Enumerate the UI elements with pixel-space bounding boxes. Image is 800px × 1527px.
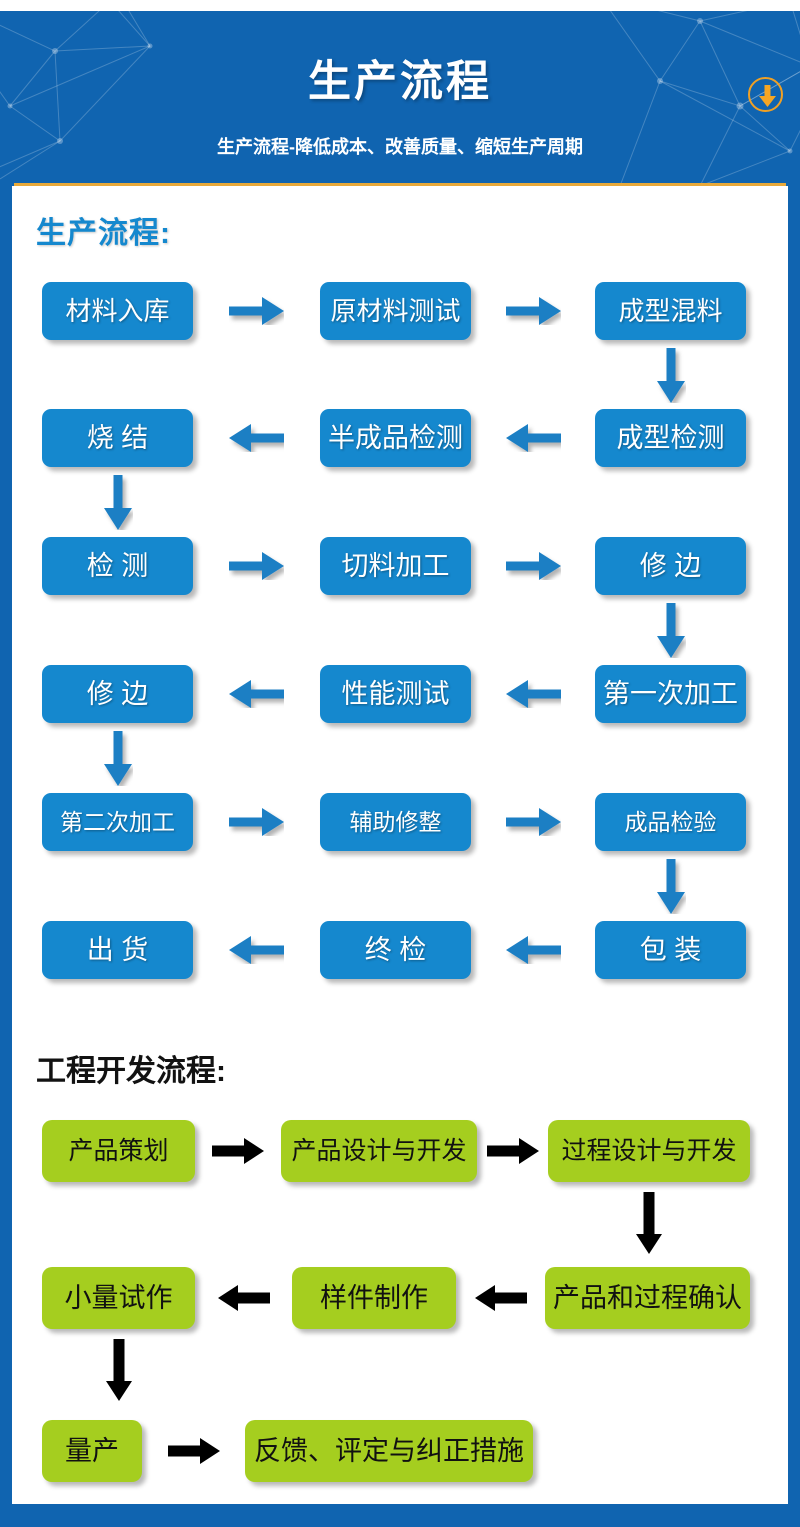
flow-arrow-right-production-flow-0-1 xyxy=(505,297,561,325)
page-subtitle: 生产流程-降低成本、改善质量、缩短生产周期 xyxy=(217,137,583,157)
flow-box-engineering-development-flow-1-2: 产品和过程确认 xyxy=(545,1267,750,1329)
flow-box-production-flow-1-2: 成型检测 xyxy=(595,409,746,467)
flow-box-production-flow-3-0: 修 边 xyxy=(42,665,193,723)
flow-arrow-down-production-flow-3 xyxy=(103,731,133,786)
flow-arrow-right-production-flow-2-0 xyxy=(229,552,284,580)
flow-arrow-down-engineering-development-flow-0 xyxy=(635,1192,663,1254)
flow-arrow-down-production-flow-1 xyxy=(103,475,133,530)
card-frame-right xyxy=(788,186,800,1504)
flow-arrow-left-engineering-development-flow-1-0 xyxy=(217,1283,270,1313)
network-pattern-decoration xyxy=(0,11,800,186)
flow-arrow-left-production-flow-5-0 xyxy=(229,936,284,964)
flow-box-engineering-development-flow-0-0: 产品策划 xyxy=(42,1120,195,1182)
flow-box-production-flow-4-2: 成品检验 xyxy=(595,793,746,851)
flow-box-engineering-development-flow-2-0: 量产 xyxy=(42,1420,142,1482)
flow-box-production-flow-5-1: 终 检 xyxy=(320,921,471,979)
flow-box-production-flow-4-0: 第二次加工 xyxy=(42,793,193,851)
flow-arrow-right-engineering-development-flow-2-0 xyxy=(167,1436,220,1466)
page-header: 生产流程 生产流程-降低成本、改善质量、缩短生产周期 xyxy=(0,11,800,186)
flow-box-production-flow-0-0: 材料入库 xyxy=(42,282,193,340)
flow-box-production-flow-5-0: 出 货 xyxy=(42,921,193,979)
flow-box-production-flow-0-2: 成型混料 xyxy=(595,282,746,340)
flow-box-engineering-development-flow-1-0: 小量试作 xyxy=(42,1267,195,1329)
flow-box-production-flow-3-1: 性能测试 xyxy=(320,665,471,723)
flow-box-production-flow-0-1: 原材料测试 xyxy=(320,282,471,340)
flow-arrow-down-engineering-development-flow-1 xyxy=(105,1339,133,1401)
flow-box-production-flow-2-1: 切料加工 xyxy=(320,537,471,595)
flow-arrow-right-engineering-development-flow-0-0 xyxy=(212,1136,264,1166)
flow-arrow-down-production-flow-0 xyxy=(656,348,686,403)
flow-arrow-left-production-flow-1-0 xyxy=(229,424,284,452)
flow-box-production-flow-3-2: 第一次加工 xyxy=(595,665,746,723)
flow-box-production-flow-5-2: 包 装 xyxy=(595,921,746,979)
flow-arrow-left-production-flow-3-0 xyxy=(229,680,284,708)
page-title: 生产流程 xyxy=(308,58,492,106)
flow-box-engineering-development-flow-1-1: 样件制作 xyxy=(292,1267,456,1329)
flow-arrow-left-production-flow-1-1 xyxy=(505,424,561,452)
flow-box-production-flow-4-1: 辅助修整 xyxy=(320,793,471,851)
flow-arrow-left-production-flow-3-1 xyxy=(505,680,561,708)
card-frame-left xyxy=(0,186,12,1504)
flow-box-production-flow-2-0: 检 测 xyxy=(42,537,193,595)
download-arrow-icon[interactable] xyxy=(748,77,783,112)
flow-arrow-right-production-flow-4-0 xyxy=(229,808,284,836)
flow-arrow-right-production-flow-2-1 xyxy=(505,552,561,580)
section-heading-engineering-flow: 工程开发流程: xyxy=(36,1055,226,1088)
flow-arrow-right-engineering-development-flow-0-1 xyxy=(486,1136,539,1166)
flow-arrow-down-production-flow-2 xyxy=(656,603,686,658)
flow-box-production-flow-2-2: 修 边 xyxy=(595,537,746,595)
flow-arrow-right-production-flow-0-0 xyxy=(229,297,284,325)
section-heading-production-flow: 生产流程: xyxy=(36,217,171,250)
flow-box-engineering-development-flow-0-2: 过程设计与开发 xyxy=(548,1120,750,1182)
flow-box-production-flow-1-1: 半成品检测 xyxy=(320,409,471,467)
flow-arrow-left-engineering-development-flow-1-1 xyxy=(474,1283,527,1313)
header-divider xyxy=(14,183,786,186)
flow-arrow-right-production-flow-4-1 xyxy=(505,808,561,836)
card-frame-bottom xyxy=(0,1504,800,1527)
flow-box-production-flow-1-0: 烧 结 xyxy=(42,409,193,467)
flow-arrow-down-production-flow-4 xyxy=(656,859,686,914)
flow-box-engineering-development-flow-0-1: 产品设计与开发 xyxy=(281,1120,477,1182)
flow-box-engineering-development-flow-2-1: 反馈、评定与纠正措施 xyxy=(245,1420,533,1482)
flow-arrow-left-production-flow-5-1 xyxy=(505,936,561,964)
